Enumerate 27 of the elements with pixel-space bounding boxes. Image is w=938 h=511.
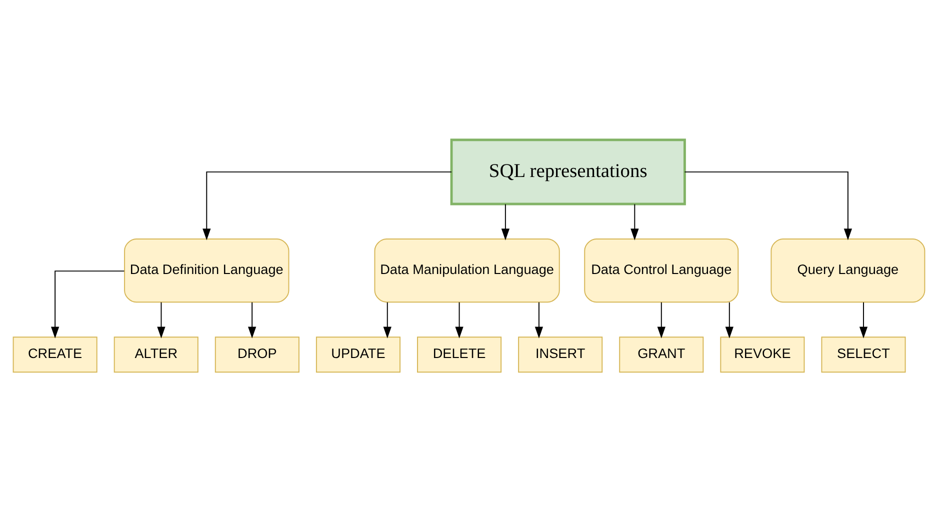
node-box: Data Manipulation Language	[374, 238, 560, 302]
arrow	[50, 270, 125, 338]
node-box: ALTER	[114, 336, 198, 372]
node-box: Data Definition Language	[124, 238, 290, 302]
node-box: SELECT	[821, 336, 906, 372]
node-box: REVOKE	[720, 336, 805, 372]
arrow	[630, 203, 639, 240]
arrow	[202, 170, 452, 240]
node-box: Query Language	[770, 238, 926, 302]
arrow	[534, 301, 544, 338]
node-box: CREATE	[12, 336, 98, 372]
arrow	[383, 301, 392, 338]
arrow	[684, 170, 852, 240]
arrow	[455, 301, 464, 338]
arrow	[725, 301, 734, 338]
node-box: DROP	[214, 336, 300, 372]
node-box: DELETE	[417, 336, 502, 372]
node-box: GRANT	[619, 336, 704, 372]
node-box: UPDATE	[316, 336, 400, 372]
node-box: SQL representations	[450, 138, 686, 205]
arrow	[157, 301, 166, 338]
arrow	[657, 301, 666, 338]
node-box: Data Control Language	[584, 238, 739, 302]
arrow	[248, 301, 256, 338]
node-box: INSERT	[518, 336, 603, 372]
arrow	[859, 301, 868, 338]
arrow	[501, 203, 510, 240]
